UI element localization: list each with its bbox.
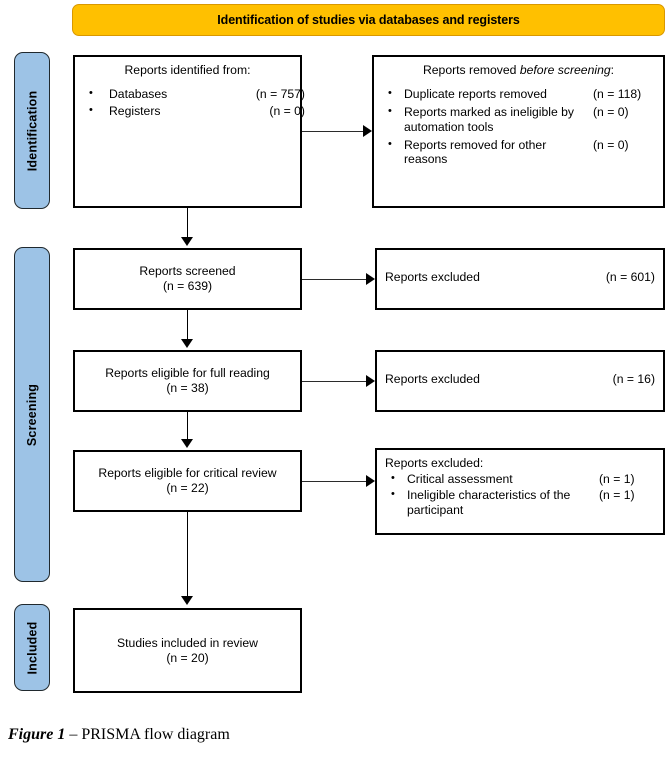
identified-list: • Databases (n = 757) • Registers (n = 0… bbox=[83, 86, 305, 119]
header-band: Identification of studies via databases … bbox=[72, 4, 665, 36]
box-heading-tail: : bbox=[610, 63, 615, 77]
connector-line-critical-to-included bbox=[187, 512, 188, 597]
box-reports-excluded-critical-review: Reports excluded: • Critical assessment … bbox=[375, 448, 665, 535]
list-item: • Databases (n = 757) bbox=[83, 86, 305, 102]
excluded-3-list: • Critical assessment (n = 1) • Ineligib… bbox=[385, 472, 655, 518]
excluded-count: (n = 601) bbox=[605, 270, 655, 284]
box-line-1: Studies included in review bbox=[117, 635, 258, 650]
list-item-label: Databases bbox=[109, 86, 168, 101]
arrow-head-eligible-full-to-critical bbox=[181, 439, 193, 448]
list-item-count: (n = 0) bbox=[269, 103, 305, 118]
bullet-icon: • bbox=[388, 86, 392, 99]
arrow-head-critical-to-excluded bbox=[366, 475, 375, 487]
box-reports-excluded-full-reading: Reports excluded (n = 16) bbox=[375, 350, 665, 412]
list-item-label: Reports removed for other reasons bbox=[404, 137, 547, 167]
connector-line-eligible-full-to-critical bbox=[187, 412, 188, 440]
box-heading-italic: before screening bbox=[519, 63, 611, 77]
figure-caption-text: – PRISMA flow diagram bbox=[65, 726, 230, 743]
box-reports-identified: Reports identified from: • Databases (n … bbox=[73, 55, 305, 208]
list-item-label: Critical assessment bbox=[407, 471, 513, 486]
header-title: Identification of studies via databases … bbox=[217, 13, 520, 27]
list-item: • Duplicate reports removed (n = 118) bbox=[382, 87, 655, 102]
list-item: • Registers (n = 0) bbox=[83, 103, 305, 119]
box-heading: Reports identified from: bbox=[124, 63, 251, 77]
excluded-row: Reports excluded (n = 601) bbox=[385, 270, 655, 285]
arrow-head-eligible-full-to-excluded bbox=[366, 375, 375, 387]
arrow-head-identified-to-screened bbox=[181, 237, 193, 246]
box-reports-removed-before-screening: Reports removed before screening: • Dupl… bbox=[372, 55, 665, 208]
list-item: • Ineligible characteristics of the part… bbox=[385, 488, 655, 518]
list-item-count: (n = 0) bbox=[593, 104, 629, 119]
bullet-icon: • bbox=[89, 86, 93, 99]
removed-before-list: • Duplicate reports removed (n = 118) • … bbox=[382, 87, 655, 167]
stage-label-included: Included bbox=[25, 621, 39, 674]
list-item: • Reports marked as ineligible by automa… bbox=[382, 105, 655, 135]
bullet-icon: • bbox=[391, 487, 395, 500]
stage-bar-screening: Screening bbox=[14, 247, 50, 582]
figure-caption: Figure 1 – PRISMA flow diagram bbox=[8, 726, 230, 744]
connector-line-critical-to-excluded bbox=[302, 481, 367, 482]
stage-label-identification: Identification bbox=[25, 90, 40, 171]
box-heading-plain: Reports removed bbox=[422, 63, 520, 77]
stage-label-screening: Screening bbox=[25, 383, 39, 446]
list-item-count: (n = 118) bbox=[593, 86, 642, 101]
box-line-2: (n = 639) bbox=[162, 279, 213, 293]
box-reports-eligible-full-reading: Reports eligible for full reading (n = 3… bbox=[73, 350, 302, 412]
bullet-icon: • bbox=[89, 103, 93, 116]
list-item-label: Registers bbox=[109, 103, 161, 118]
box-heading: Reports excluded: bbox=[385, 456, 484, 470]
connector-line-screened-to-excluded bbox=[302, 279, 367, 280]
box-line-2: (n = 38) bbox=[166, 381, 209, 395]
arrow-head-identified-to-removed bbox=[363, 125, 372, 137]
arrow-head-screened-to-eligible-full bbox=[181, 339, 193, 348]
list-item-label: Ineligible characteristics of the partic… bbox=[407, 487, 571, 517]
excluded-label: Reports excluded bbox=[385, 270, 480, 284]
box-reports-eligible-critical-review: Reports eligible for critical review (n … bbox=[73, 450, 302, 512]
box-studies-included-in-review: Studies included in review (n = 20) bbox=[73, 608, 302, 693]
stage-bar-included: Included bbox=[14, 604, 50, 691]
bullet-icon: • bbox=[391, 471, 395, 484]
list-item: • Critical assessment (n = 1) bbox=[385, 472, 655, 487]
list-item: • Reports removed for other reasons (n =… bbox=[382, 138, 655, 168]
connector-line-eligible-full-to-excluded bbox=[302, 381, 367, 382]
connector-line-identified-to-removed bbox=[302, 131, 364, 132]
list-item-label: Duplicate reports removed bbox=[404, 86, 547, 101]
box-line-1: Reports eligible for full reading bbox=[105, 366, 270, 381]
figure-number: Figure 1 bbox=[8, 726, 66, 743]
list-item-count: (n = 757) bbox=[255, 86, 305, 101]
bullet-icon: • bbox=[388, 137, 392, 150]
box-line-1: Reports screened bbox=[139, 264, 236, 279]
box-heading: Reports removed before screening: bbox=[382, 63, 655, 78]
arrow-head-screened-to-excluded bbox=[366, 273, 375, 285]
connector-line-screened-to-eligible-full bbox=[187, 310, 188, 340]
box-line-2: (n = 20) bbox=[166, 650, 209, 665]
excluded-row: Reports excluded (n = 16) bbox=[385, 372, 655, 387]
excluded-label: Reports excluded bbox=[385, 372, 480, 386]
list-item-count: (n = 1) bbox=[599, 487, 635, 502]
box-reports-screened: Reports screened (n = 639) bbox=[73, 248, 302, 310]
connector-line-identified-to-screened bbox=[187, 208, 188, 238]
arrow-head-critical-to-included bbox=[181, 596, 193, 605]
list-item-count: (n = 0) bbox=[593, 137, 629, 152]
box-line-1: Reports eligible for critical review bbox=[98, 466, 277, 481]
list-item-count: (n = 1) bbox=[599, 471, 635, 486]
excluded-count: (n = 16) bbox=[612, 372, 655, 386]
stage-bar-identification: Identification bbox=[14, 52, 50, 209]
box-reports-excluded-screening: Reports excluded (n = 601) bbox=[375, 248, 665, 310]
list-item-label: Reports marked as ineligible by automati… bbox=[404, 104, 575, 134]
box-line-2: (n = 22) bbox=[166, 481, 209, 495]
bullet-icon: • bbox=[388, 104, 392, 117]
